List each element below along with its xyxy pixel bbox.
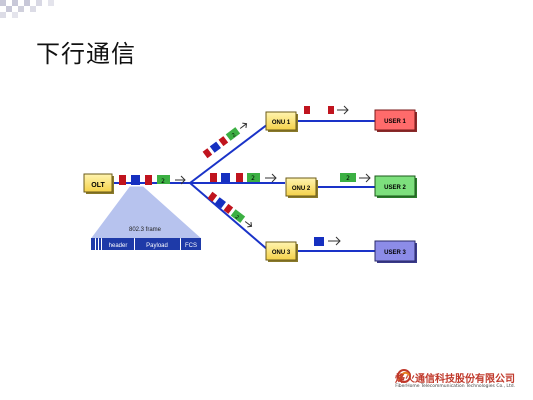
frame-field-payload: Payload — [146, 243, 168, 249]
user-2-label: USER 2 — [384, 185, 406, 191]
packets-olt: 2 — [119, 175, 186, 185]
user-1-box: USER 1 — [374, 109, 417, 132]
onu-3-box: ONU 3 — [265, 241, 298, 262]
slide-title: 下行通信 — [36, 40, 136, 68]
packets-branch-2: 2 — [210, 173, 277, 183]
user-3-label: USER 3 — [384, 250, 406, 256]
packet-label-branch-1: 2 — [231, 132, 237, 139]
packet-label-branch-3: 2 — [234, 214, 240, 221]
frame-field-header: header — [109, 243, 128, 249]
corner-decoration — [0, 0, 54, 18]
onu-1-label: ONU 1 — [272, 120, 291, 126]
packets-onu-1 — [304, 105, 349, 115]
company-logo-icon — [397, 369, 411, 383]
packet-label-olt: 2 — [161, 178, 165, 185]
onu-2-box: ONU 2 — [285, 177, 318, 198]
olt-box: OLT — [83, 173, 114, 194]
user-3-box: USER 3 — [374, 240, 417, 263]
onu-2-label: ONU 2 — [292, 186, 311, 192]
packets-onu-3 — [314, 236, 341, 246]
olt-label: OLT — [91, 182, 105, 189]
frame-caption: 802.3 frame — [129, 227, 162, 233]
user-2-box: USER 2 — [374, 175, 417, 198]
onu-1-box: ONU 1 — [265, 111, 298, 132]
company-name-en: FiberHome Telecommunication Technologies… — [395, 384, 515, 389]
packets-branch-1: 2 — [202, 122, 248, 159]
packet-label-branch-2: 2 — [251, 175, 255, 182]
frame-fields: header Payload FCS — [91, 238, 201, 250]
packets-branch-3: 2 — [207, 191, 253, 228]
packet-label-onu-2: 2 — [346, 175, 350, 182]
onu-3-label: ONU 3 — [272, 250, 291, 256]
user-1-label: USER 1 — [384, 119, 406, 125]
frame-expansion: 802.3 frame — [91, 186, 202, 239]
packets-onu-2: 2 — [340, 173, 371, 183]
frame-field-fcs: FCS — [185, 243, 197, 249]
company-name-cn: 烽火通信科技股份有限公司 — [395, 374, 515, 385]
